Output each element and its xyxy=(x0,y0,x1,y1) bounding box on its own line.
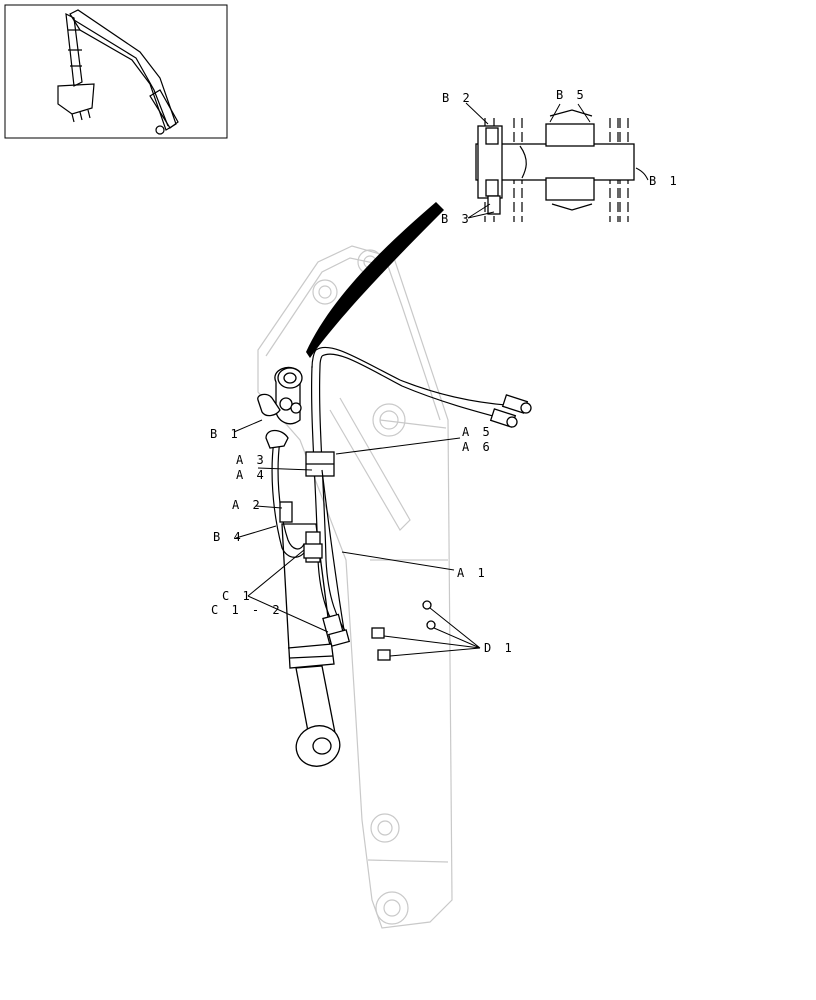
label-b4: B 4 xyxy=(213,530,244,544)
label-d1: D 1 xyxy=(484,641,515,655)
detail-callout-wedge xyxy=(306,202,444,358)
label-c1-2: C 1 - 2 xyxy=(211,603,283,617)
label-b2: B 2 xyxy=(442,91,473,105)
detail-view xyxy=(475,109,635,222)
label-a1: A 1 xyxy=(457,566,488,580)
label-c1: C 1 xyxy=(222,589,253,603)
bucket-cylinder xyxy=(257,346,532,767)
label-b1: B 1 xyxy=(210,427,241,441)
label-a4: A 4 xyxy=(236,468,267,482)
label-b1-detail: B 1 xyxy=(649,174,680,188)
d1-bolts xyxy=(371,600,436,661)
label-b3: B 3 xyxy=(441,212,472,226)
label-a5: A 5 xyxy=(462,425,493,439)
callout-labels: B 2 B 5 B 1 B 3 B 1 A 5 A 6 A 3 A 4 A 2 … xyxy=(210,88,680,655)
label-b5: B 5 xyxy=(556,88,587,102)
leader-lines xyxy=(233,102,649,657)
label-a3: A 3 xyxy=(236,453,267,467)
locator-thumbnail xyxy=(4,4,228,139)
label-a6: A 6 xyxy=(462,440,493,454)
arm-structure xyxy=(257,245,453,929)
label-a2: A 2 xyxy=(232,498,263,512)
